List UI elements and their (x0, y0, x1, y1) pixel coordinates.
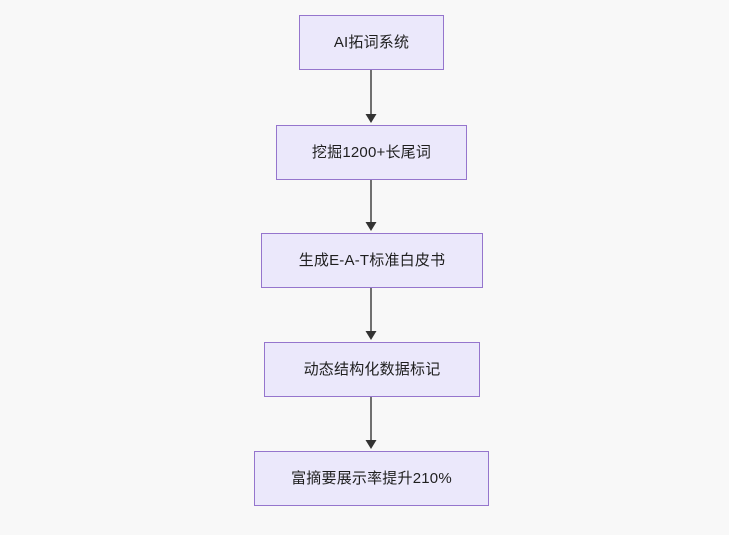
flow-arrow-3 (365, 288, 377, 340)
flow-node-label: 动态结构化数据标记 (303, 360, 441, 378)
flow-node-5[interactable]: 富摘要展示率提升210% (254, 451, 489, 506)
flow-node-1[interactable]: AI拓词系统 (299, 15, 444, 70)
flow-arrow-4 (365, 397, 377, 449)
flow-arrowhead (365, 222, 377, 231)
flow-node-label: 富摘要展示率提升210% (291, 469, 452, 487)
flow-arrowhead (365, 114, 377, 123)
flow-arrowhead (365, 331, 377, 340)
flow-arrow-2 (365, 180, 377, 231)
flow-node-3[interactable]: 生成E-A-T标准白皮书 (261, 233, 483, 288)
flow-arrow-1 (365, 70, 377, 123)
flow-arrowhead (365, 440, 377, 449)
flow-node-label: 生成E-A-T标准白皮书 (298, 251, 446, 269)
flow-node-2[interactable]: 挖掘1200+长尾词 (276, 125, 467, 180)
flow-node-label: AI拓词系统 (333, 33, 410, 51)
flow-node-4[interactable]: 动态结构化数据标记 (264, 342, 480, 397)
flow-node-label: 挖掘1200+长尾词 (311, 143, 432, 161)
